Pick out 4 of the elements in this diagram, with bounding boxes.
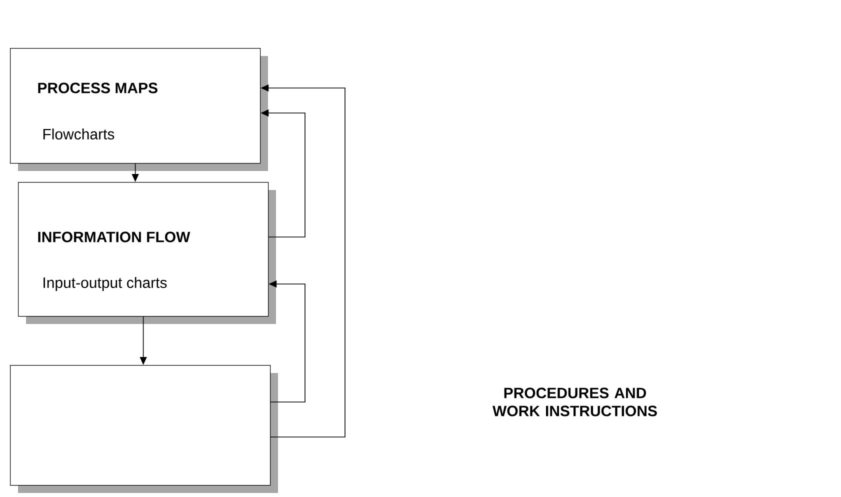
note-text: PROCEDURES AND WORK INSTRUCTIONS <box>492 388 657 416</box>
process-box <box>10 365 278 493</box>
process-box: INFORMATION FLOW Input-output charts <box>18 182 276 324</box>
process-box: PROCESS MAPS Flowcharts <box>10 48 268 171</box>
